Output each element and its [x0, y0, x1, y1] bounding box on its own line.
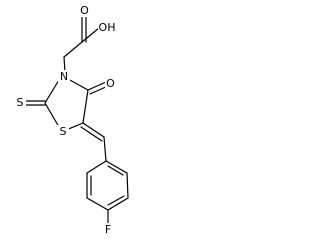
svg-text:OH: OH — [99, 21, 116, 34]
atom-acid-oxygen: O — [79, 4, 90, 17]
bond-ar-1-2 — [105, 160, 128, 174]
bond-ar-3-4 — [107, 197, 129, 211]
svg-text:O: O — [80, 4, 89, 17]
atom-ring-sulfur: S — [57, 125, 69, 138]
bond-c5-ch-double-a — [82, 122, 105, 138]
svg-text:O: O — [106, 77, 115, 90]
bond-ar-inner-a — [107, 165, 124, 176]
bond-n-c2 — [44, 79, 60, 104]
svg-text:N: N — [60, 70, 68, 83]
bond-c4-o-double-a — [87, 81, 107, 91]
bond-c5-c4 — [82, 89, 89, 124]
svg-text:S: S — [17, 96, 24, 109]
bond-n-c4 — [67, 78, 89, 91]
atom-oh: OH — [98, 21, 116, 34]
svg-text:F: F — [105, 223, 111, 236]
atom-thione-sulfur: S — [14, 96, 26, 109]
bond-n-ch2 — [63, 56, 66, 73]
bond-ar-2-3 — [126, 172, 129, 199]
chemical-structure: OH O N O S S F — [14, 4, 129, 236]
atom-fluorine: F — [102, 223, 114, 236]
bond-c5-ch-double-b — [80, 126, 103, 142]
bond-ar-4-5 — [86, 197, 109, 211]
bond-ar-inner-b — [107, 195, 125, 206]
bond-c-oh — [81, 27, 100, 43]
atom-nitrogen: N — [58, 70, 70, 83]
bond-ar-6-1 — [86, 160, 107, 174]
atom-ketone-oxygen: O — [105, 77, 116, 90]
svg-text:S: S — [60, 125, 67, 138]
bond-ch2-cooh — [63, 41, 83, 58]
bond-c2-s1 — [44, 102, 60, 128]
bond-ch-aryl — [103, 136, 107, 162]
